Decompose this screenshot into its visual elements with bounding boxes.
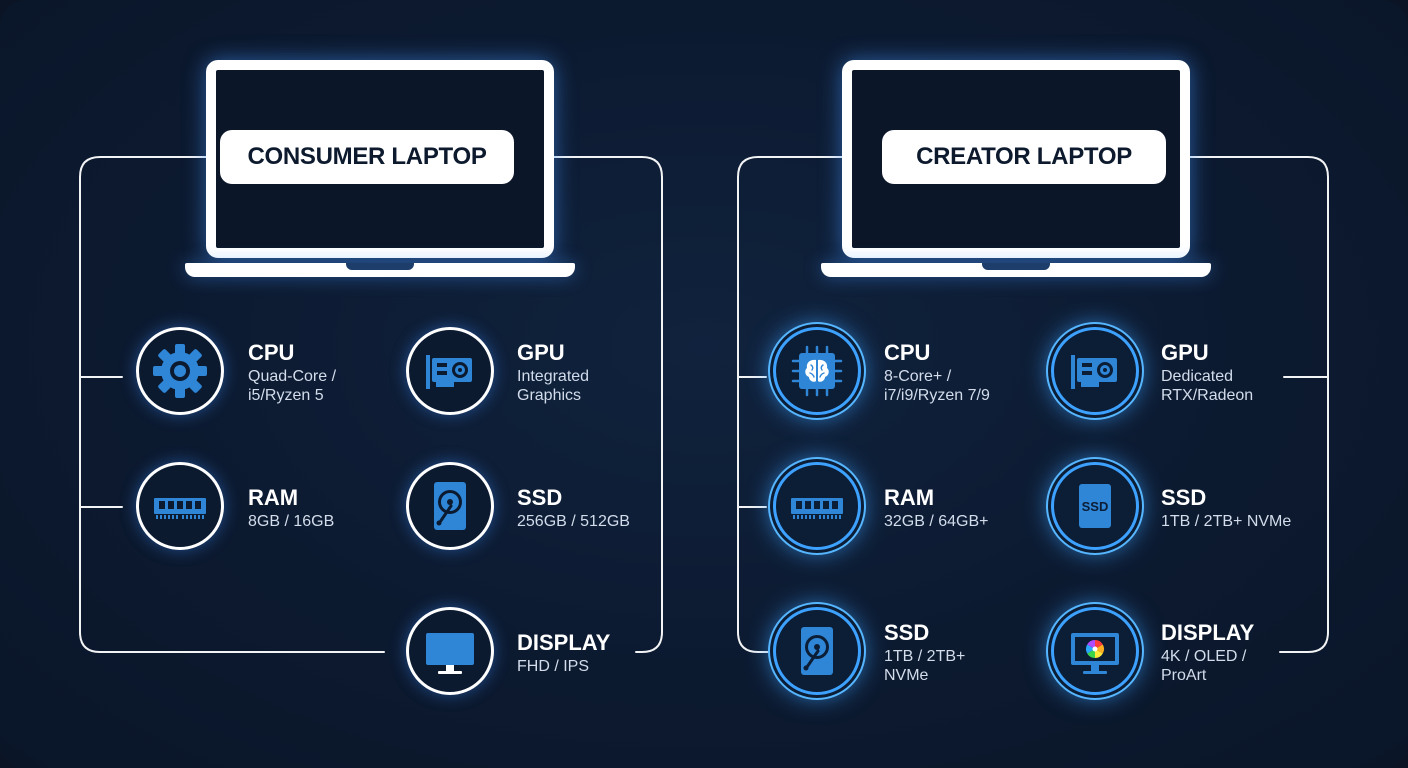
consumer-gpu-icon-circle (406, 327, 494, 415)
consumer-ssd-icon-circle (406, 462, 494, 550)
ai-chip-icon (791, 345, 843, 397)
creator-cpu-icon-circle (773, 327, 861, 415)
creator-cpu-desc: 8-Core+ / i7/i9/Ryzen 7/9 (884, 368, 990, 404)
ram-module-icon (791, 498, 843, 519)
creator-gpu-icon-circle (1051, 327, 1139, 415)
creator-display-desc: 4K / OLED / ProArt (1161, 648, 1247, 684)
consumer-laptop-title: CONSUMER LAPTOP (220, 130, 514, 184)
consumer-display-label: DISPLAY (517, 630, 611, 655)
consumer-gpu-desc: Integrated Graphics (517, 368, 590, 404)
ssd-icon-text: SSD (1082, 499, 1109, 514)
graphics-card-icon (1071, 355, 1117, 389)
consumer-bracket-left (79, 156, 385, 653)
creator-ssd-nvme-desc: 1TB / 2TB+ NVMe (1161, 513, 1292, 530)
ssd-icon: SSD (1079, 484, 1111, 528)
creator-ssd-label: SSD (884, 620, 930, 645)
creator-gpu-label: GPU (1161, 340, 1209, 365)
consumer-ssd-label: SSD (517, 485, 563, 510)
laptop-base (821, 263, 1211, 277)
ram-module-icon (154, 498, 206, 519)
color-monitor-icon (1071, 633, 1119, 674)
creator-ssd-nvme-label: SSD (1161, 485, 1207, 510)
creator-cpu-label: CPU (884, 340, 931, 365)
consumer-ram-desc: 8GB / 16GB (248, 513, 335, 530)
laptop-notch (982, 263, 1050, 270)
creator-laptop-title: CREATOR LAPTOP (882, 130, 1166, 184)
creator-ssd-icon-circle (773, 607, 861, 695)
consumer-display-desc: FHD / IPS (517, 658, 590, 675)
laptop-base (185, 263, 575, 277)
consumer-cpu-desc: Quad-Core / i5/Ryzen 5 (248, 368, 337, 404)
creator-ram-desc: 32GB / 64GB+ (884, 513, 989, 530)
consumer-cpu-icon-circle (136, 327, 224, 415)
creator-ram-icon-circle (773, 462, 861, 550)
creator-ram-label: RAM (884, 485, 935, 510)
hard-drive-icon (434, 482, 466, 530)
consumer-gpu-label: GPU (517, 340, 565, 365)
graphics-card-icon (426, 355, 472, 389)
gear-icon (153, 344, 207, 398)
laptop-notch (346, 263, 414, 270)
consumer-ssd-desc: 256GB / 512GB (517, 513, 630, 530)
monitor-icon (426, 633, 474, 674)
consumer-ram-label: RAM (248, 485, 299, 510)
creator-display-icon-circle (1051, 607, 1139, 695)
creator-gpu-desc: Dedicated RTX/Radeon (1161, 368, 1254, 404)
creator-ssd-desc: 1TB / 2TB+ NVMe (884, 648, 966, 684)
creator-display-label: DISPLAY (1161, 620, 1255, 645)
consumer-cpu-label: CPU (248, 340, 295, 365)
consumer-bracket-right (551, 156, 663, 653)
hard-drive-icon (801, 627, 833, 675)
creator-ssd-nvme-icon-circle: SSD (1051, 462, 1139, 550)
creator-bracket-left (737, 156, 847, 653)
consumer-display-icon-circle (406, 607, 494, 695)
creator-bracket-right (1186, 156, 1329, 653)
consumer-ram-icon-circle (136, 462, 224, 550)
